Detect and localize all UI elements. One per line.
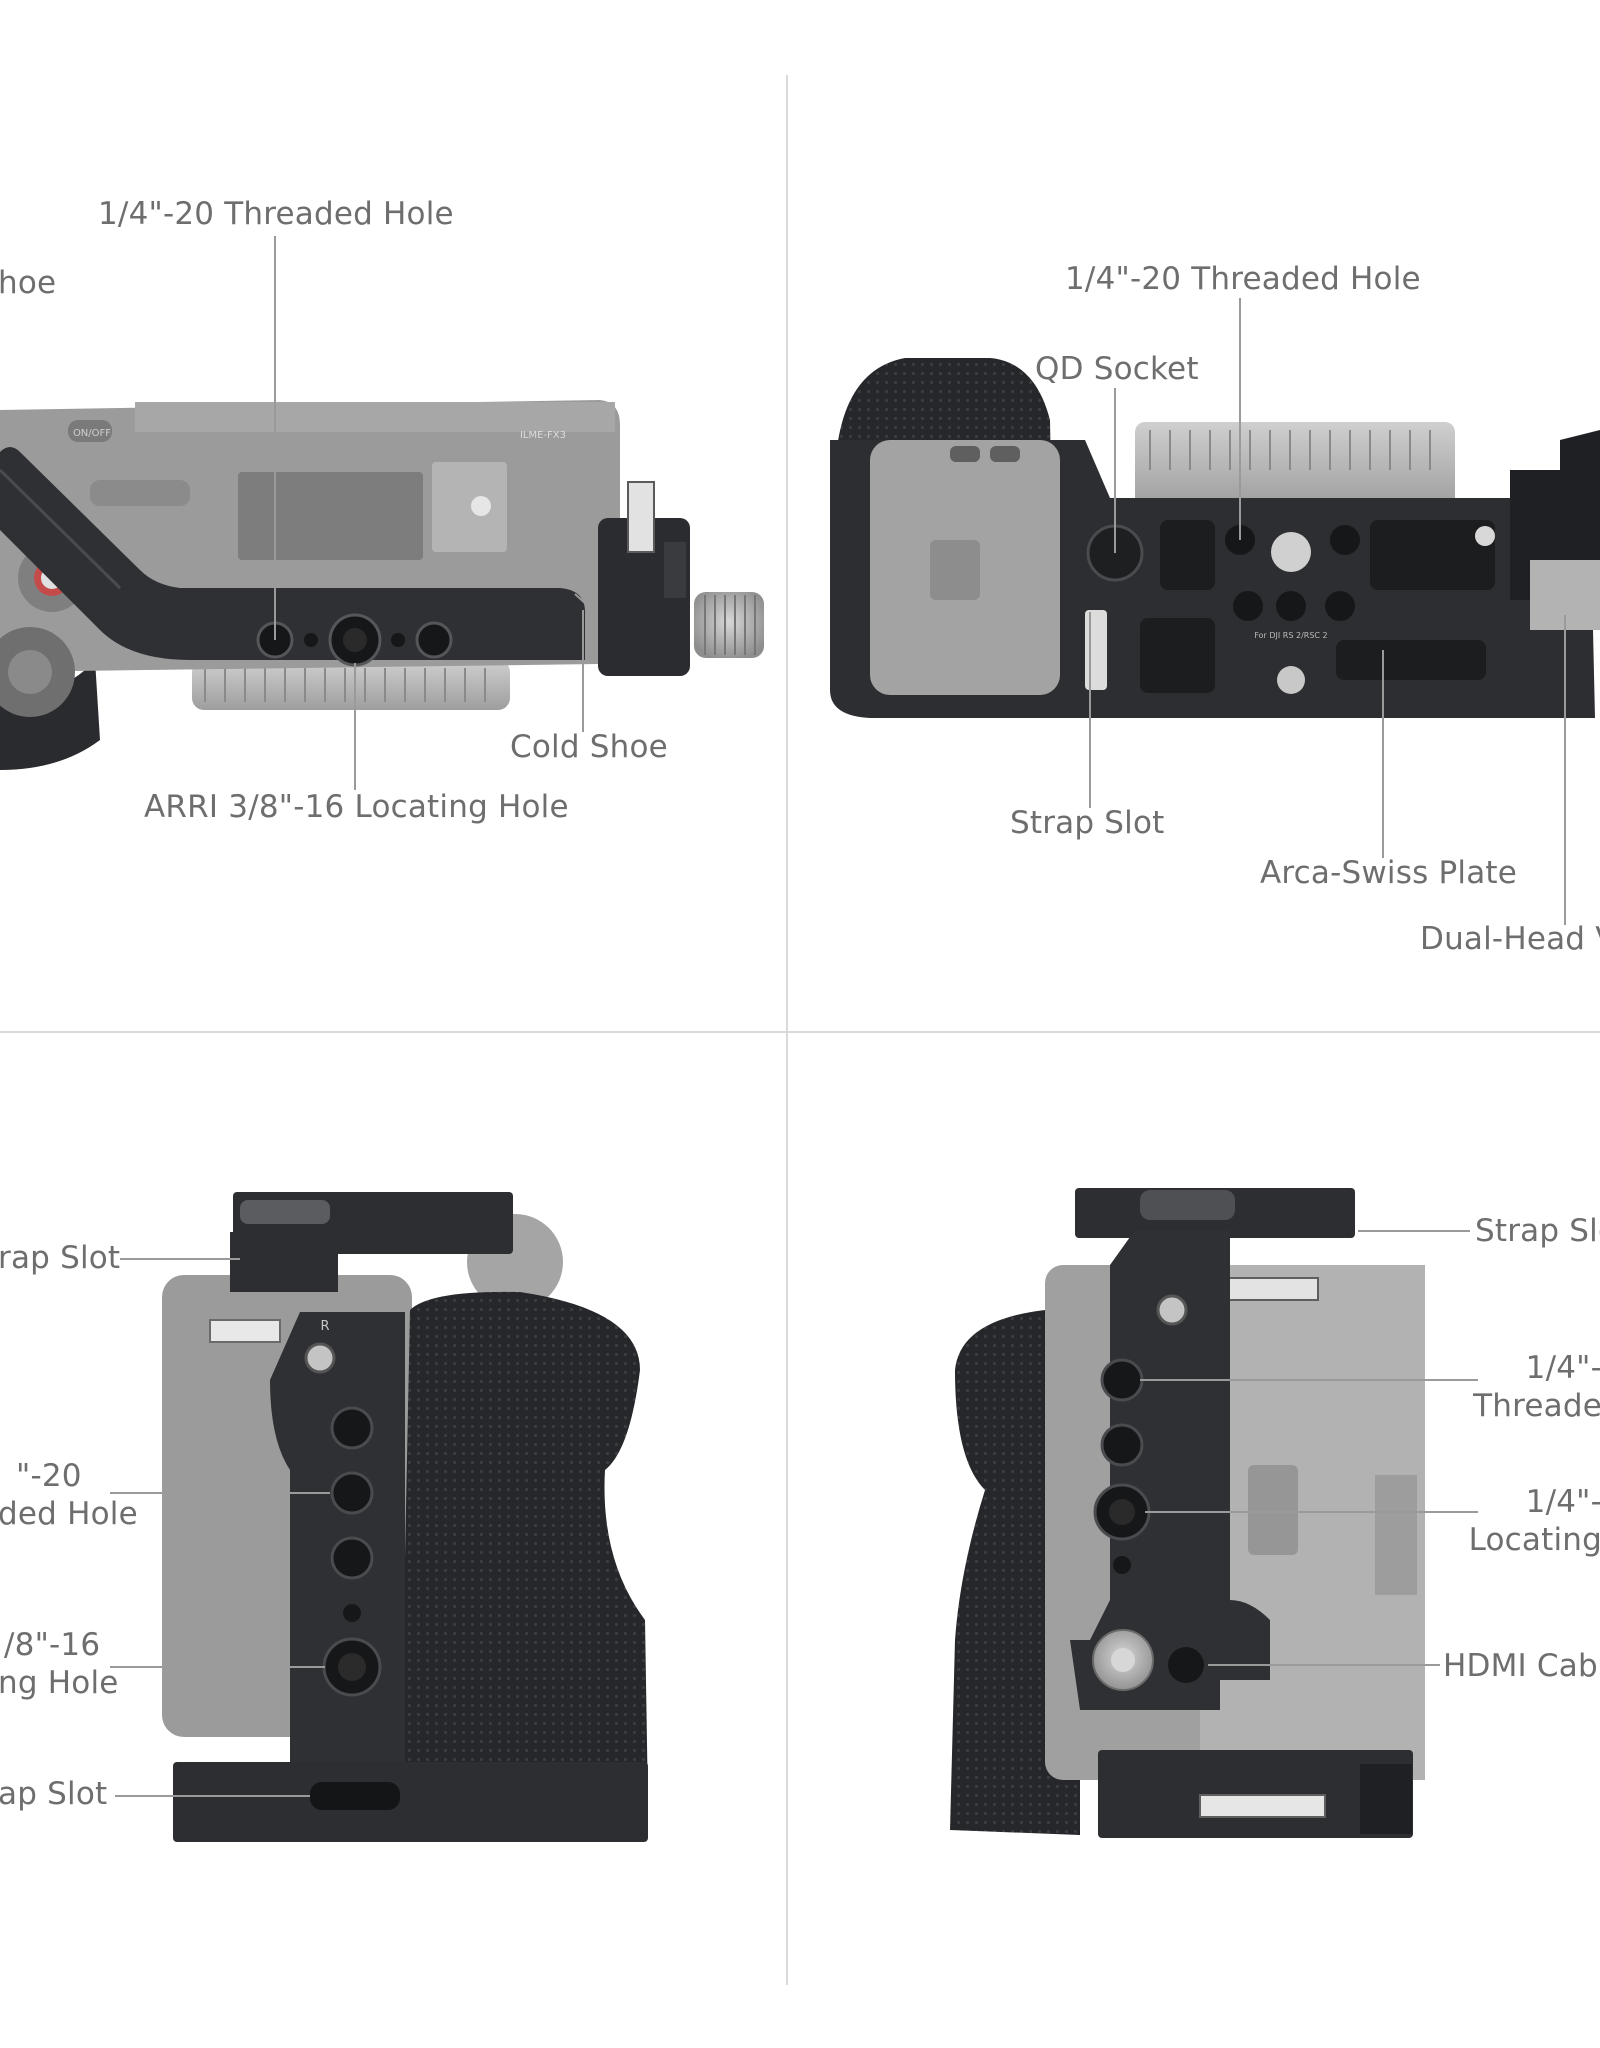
label-arri-locating-hole: ARRI 3/8"-16 Locating Hole <box>144 789 569 825</box>
label-locating-hole-line1: /8"-16 <box>4 1627 101 1663</box>
label-cold-shoe-partial: hoe <box>0 265 57 301</box>
label-locating-hole: 1/4"- Locating <box>1469 1483 1600 1559</box>
label-arca-swiss-plate: Arca-Swiss Plate <box>1260 855 1518 891</box>
label-cold-shoe: Cold Shoe <box>510 729 668 765</box>
label-threaded-hole-line2: ded Hole <box>0 1496 138 1532</box>
bottom-view-illustration: For DJI RS 2/RSC 2 <box>830 358 1600 718</box>
label-threaded-hole-line1: 1/4"- <box>1525 1350 1600 1386</box>
label-dual-head: Dual-Head V <box>1420 921 1600 957</box>
label-locating-hole-line1: 1/4"- <box>1525 1484 1600 1520</box>
label-threaded-hole: 1/4"- Threade <box>1473 1349 1600 1425</box>
leaders-bottom-right <box>1140 1230 1478 1666</box>
body-button-text: ON/OFF <box>73 428 111 439</box>
leaders-bottom-left <box>110 1258 330 1797</box>
label-hdmi-cable-clamp: HDMI Cabl <box>1443 1648 1600 1684</box>
top-view-illustration: ON/OFF ILME-FX3 <box>0 400 764 770</box>
port-side-illustration <box>950 1188 1425 1838</box>
label-threaded-hole: 1/4"-20 Threaded Hole <box>1065 261 1421 297</box>
label-threaded-hole-line1: "-20 <box>16 1458 82 1494</box>
grip-side-illustration: R <box>162 1192 648 1842</box>
label-strap-slot: Strap Slot <box>1010 805 1165 841</box>
body-model-text: ILME-FX3 <box>520 430 566 441</box>
label-locating-hole-line2: Locating <box>1468 1522 1600 1558</box>
plate-engraving: For DJI RS 2/RSC 2 <box>1254 631 1327 640</box>
label-locating-hole: /8"-16 ng Hole <box>0 1626 119 1702</box>
label-threaded-hole: "-20 ded Hole <box>0 1457 138 1533</box>
label-strap-slot: Strap Slo <box>1475 1213 1600 1249</box>
leaders-top-left <box>274 236 584 790</box>
label-qd-socket: QD Socket <box>1035 351 1199 387</box>
label-locating-hole-line2: ng Hole <box>0 1665 119 1701</box>
cage-mark-text: R <box>320 1319 329 1334</box>
label-threaded-hole-line2: Threade <box>1473 1388 1600 1424</box>
label-strap-slot-bottom: ap Slot <box>0 1776 108 1812</box>
label-strap-slot-top: rap Slot <box>0 1240 121 1276</box>
label-threaded-hole: 1/4"-20 Threaded Hole <box>98 196 454 232</box>
leaders-top-right <box>1089 298 1566 925</box>
